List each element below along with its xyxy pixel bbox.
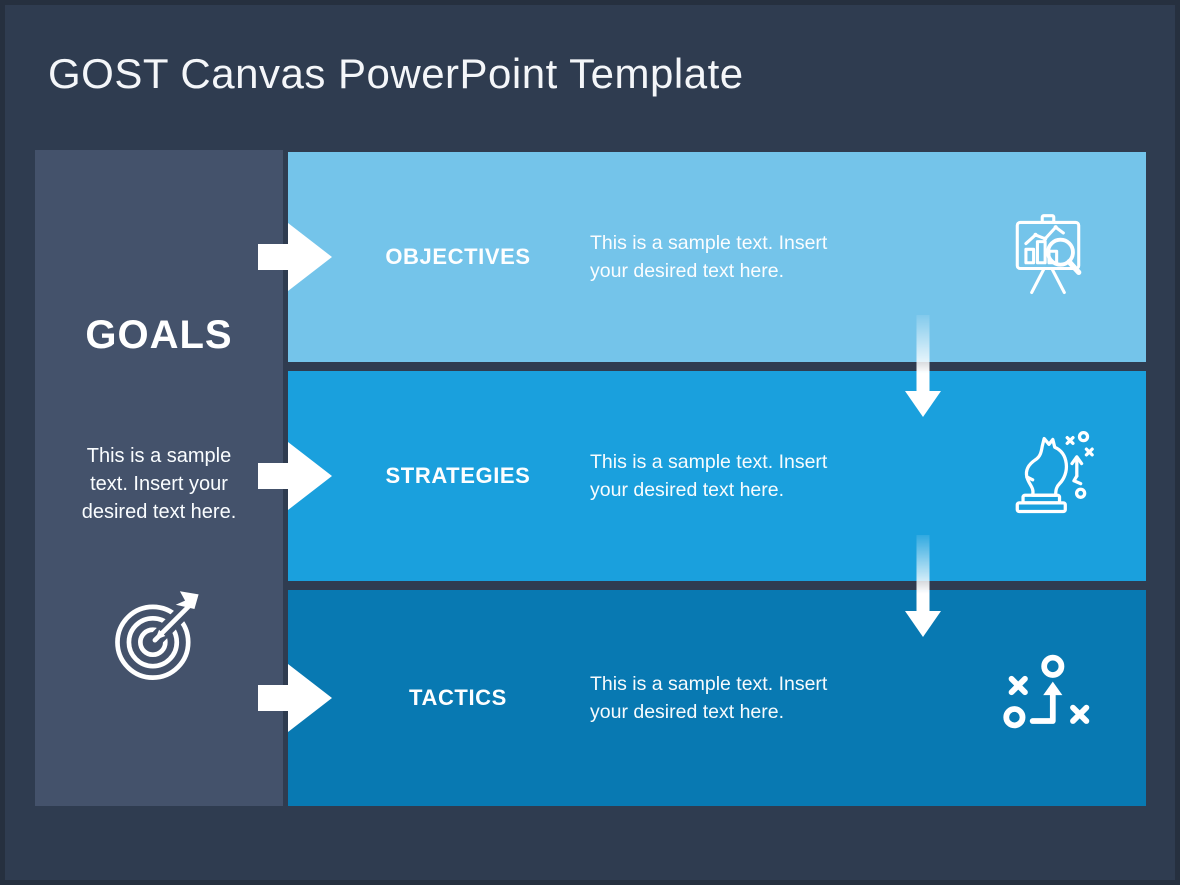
tactics-band: TACTICS This is a sample text. Insert yo… — [258, 590, 1146, 806]
strategies-text: This is a sample text. Insert your desir… — [590, 451, 828, 501]
down-arrow-icon — [905, 535, 941, 639]
strategies-label: STRATEGIES — [385, 463, 531, 488]
tactics-label: TACTICS — [409, 685, 507, 710]
objectives-label: OBJECTIVES — [385, 244, 531, 269]
goals-panel: GOALS This is a sample text. Insert your… — [35, 150, 283, 806]
target-bullseye-icon — [105, 584, 209, 688]
slide-title: GOST Canvas PowerPoint Template — [48, 50, 744, 97]
chart-presentation-magnifier-icon — [1000, 209, 1096, 305]
right-arrow-icon — [258, 442, 332, 510]
xo-tactics-plan-icon — [1000, 650, 1096, 746]
objectives-text: This is a sample text. Insert your desir… — [590, 232, 828, 282]
strategies-band: STRATEGIES This is a sample text. Insert… — [258, 371, 1146, 581]
right-arrow-icon — [258, 664, 332, 732]
chess-knight-strategy-icon — [1000, 428, 1096, 524]
down-arrow-icon — [905, 315, 941, 419]
goals-heading: GOALS — [85, 313, 233, 357]
objectives-band: OBJECTIVES This is a sample text. Insert… — [258, 152, 1146, 362]
right-arrow-icon — [258, 223, 332, 291]
goals-description: This is a sample text. Insert your desir… — [81, 445, 237, 523]
tactics-text: This is a sample text. Insert your desir… — [590, 673, 828, 723]
